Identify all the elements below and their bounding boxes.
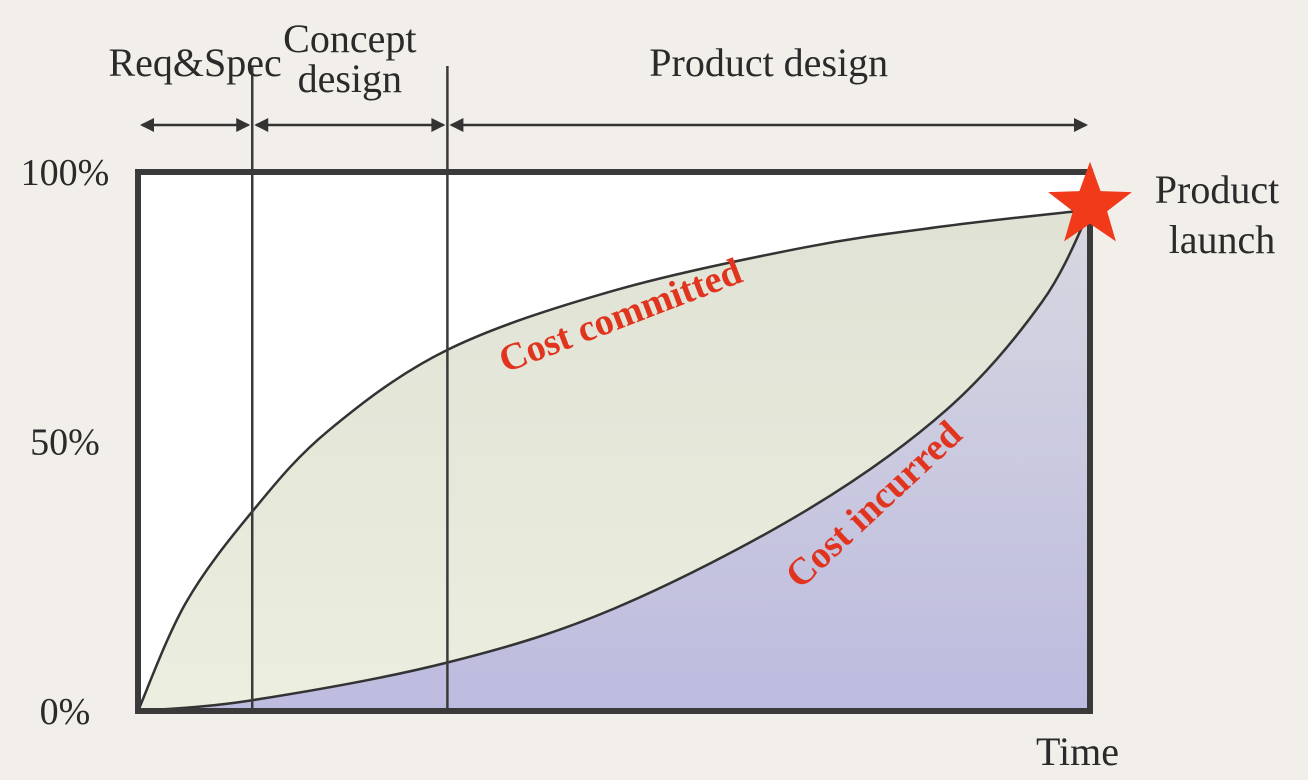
phase-label-line: design xyxy=(298,56,402,101)
phase-span-arrow xyxy=(449,118,1088,132)
y-tick-label: 100% xyxy=(21,152,110,194)
phase-label-line: Concept xyxy=(283,16,416,61)
product-launch-line-2: launch xyxy=(1169,217,1276,262)
cost-committed-line xyxy=(136,208,1091,712)
x-axis-label: Time xyxy=(1036,729,1119,774)
cost-incurred-line xyxy=(137,209,1092,713)
y-axis-ticks: 0% 50% 100% xyxy=(21,152,110,733)
cost-incurred-area xyxy=(138,209,1090,712)
product-launch-star-icon xyxy=(1048,161,1132,242)
y-tick-label: 0% xyxy=(40,691,91,733)
phase-label: Product design xyxy=(649,40,888,85)
phase-label: Req&Spec xyxy=(108,40,281,85)
product-launch-line-1: Product xyxy=(1155,167,1279,212)
y-tick-label: 50% xyxy=(30,422,100,464)
product-launch-label: Product launch xyxy=(1155,167,1289,262)
phase-span-arrow xyxy=(254,118,446,132)
phase-span-arrow xyxy=(140,118,251,132)
plot-frame xyxy=(135,169,1093,714)
